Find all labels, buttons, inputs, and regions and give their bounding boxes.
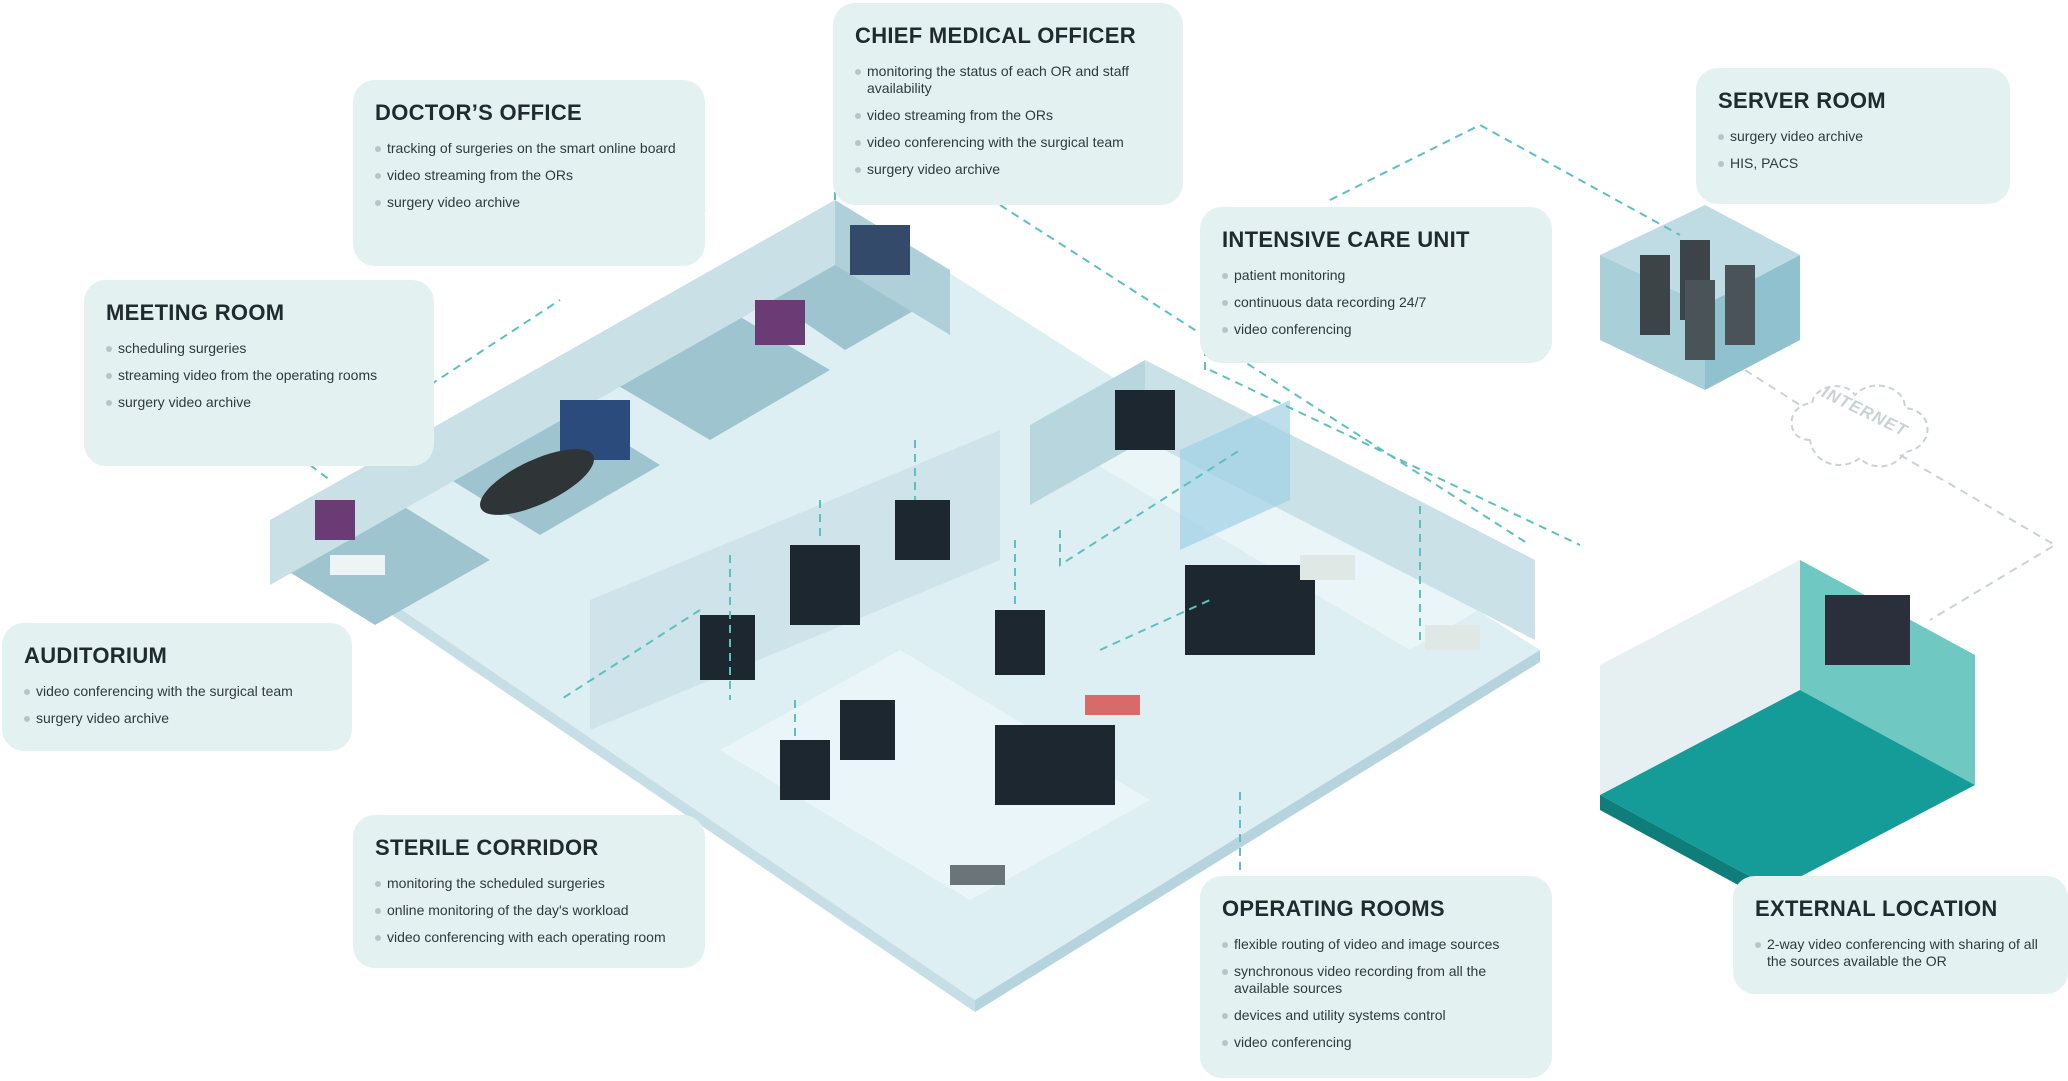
feature-list: patient monitoring continuous data recor… [1222,267,1530,338]
card-auditorium: AUDITORIUM video conferencing with the s… [2,623,352,751]
list-item: flexible routing of video and image sour… [1222,936,1530,953]
upper-back-wall [270,200,835,585]
list-item: scheduling surgeries [106,340,412,357]
card-title: CHIEF MEDICAL OFFICER [855,23,1136,48]
card-title: DOCTOR’S OFFICE [375,100,582,125]
card-title: OPERATING ROOMS [1222,896,1445,921]
feature-list: surgery video archive HIS, PACS [1718,128,1988,172]
card-server-room: SERVER ROOM surgery video archive HIS, P… [1696,68,2010,204]
screen [840,700,895,760]
glass-partition [1180,400,1290,550]
screen [780,740,830,800]
list-item: video streaming from the ORs [855,107,1161,124]
meeting-table [480,449,594,515]
card-title: MEETING ROOM [106,300,285,325]
feature-list: monitoring the scheduled surgeries onlin… [375,875,683,946]
building-floor-edge-right [975,650,1540,1012]
screen [700,615,755,680]
card-intensive-care-unit: INTENSIVE CARE UNIT patient monitoring c… [1200,207,1552,363]
card-external-location: EXTERNAL LOCATION 2-way video conferenci… [1733,876,2068,994]
external-location-wall [1600,560,1800,795]
list-item: devices and utility systems control [1222,1007,1530,1024]
screen [1825,595,1910,665]
list-item: streaming video from the operating rooms [106,367,412,384]
screen [850,225,910,275]
screen [315,500,355,540]
list-item: video conferencing with the surgical tea… [855,134,1161,151]
screen [1115,390,1175,450]
screen [790,545,860,625]
card-operating-rooms: OPERATING ROOMS flexible routing of vide… [1200,876,1552,1078]
card-title: SERVER ROOM [1718,88,1886,113]
internet-lines [1744,369,2057,621]
surgical-bed [1085,695,1140,715]
list-item: monitoring the scheduled surgeries [375,875,683,892]
reception-desk [330,555,385,575]
list-item: online monitoring of the day's workload [375,902,683,919]
list-item: continuous data recording 24/7 [1222,294,1530,311]
feature-list: flexible routing of video and image sour… [1222,936,1530,1051]
screen [755,300,805,345]
list-item: video streaming from the ORs [375,167,683,184]
feature-list: tracking of surgeries on the smart onlin… [375,140,683,211]
screen [995,725,1115,805]
server-rack [1685,280,1715,360]
list-item: video conferencing with each operating r… [375,929,683,946]
card-title: INTENSIVE CARE UNIT [1222,227,1470,252]
list-item: surgery video archive [375,194,683,211]
list-item: surgery video archive [855,161,1161,178]
list-item: video conferencing [1222,321,1530,338]
list-item: surgery video archive [106,394,412,411]
card-title: STERILE CORRIDOR [375,835,599,860]
list-item: surgery video archive [24,710,330,727]
list-item: 2-way video conferencing with sharing of… [1755,936,2046,970]
server-rack [1640,255,1670,335]
icu-bed [1425,625,1480,650]
list-item: synchronous video recording from all the… [1222,963,1530,997]
screen [895,500,950,560]
card-meeting-room: MEETING ROOM scheduling surgeries stream… [84,280,434,466]
list-item: patient monitoring [1222,267,1530,284]
list-item: surgery video archive [1718,128,1988,145]
external-location-floor-edge [1600,795,1775,905]
list-item: HIS, PACS [1718,155,1988,172]
external-location-floor [1600,690,1975,890]
feature-list: 2-way video conferencing with sharing of… [1755,936,2046,970]
card-title: AUDITORIUM [24,643,168,668]
building-floor-edge [270,520,975,1012]
screen [995,610,1045,675]
list-item: tracking of surgeries on the smart onlin… [375,140,683,157]
server-rack [1725,265,1755,345]
feature-list: video conferencing with the surgical tea… [24,683,330,727]
feature-list: monitoring the status of each OR and sta… [855,63,1161,178]
screen [1185,565,1315,655]
card-title: EXTERNAL LOCATION [1755,896,1998,921]
operating-room-wall-lower [720,650,1150,900]
surgical-bed [950,865,1005,885]
card-chief-medical-officer: CHIEF MEDICAL OFFICER monitoring the sta… [833,3,1183,205]
list-item: video conferencing [1222,1034,1530,1051]
card-sterile-corridor: STERILE CORRIDOR monitoring the schedule… [353,815,705,968]
icu-bed [1300,555,1355,580]
feature-list: scheduling surgeries streaming video fro… [106,340,412,411]
list-item: monitoring the status of each OR and sta… [855,63,1161,97]
list-item: video conferencing with the surgical tea… [24,683,330,700]
card-doctors-office: DOCTOR’S OFFICE tracking of surgeries on… [353,80,705,266]
